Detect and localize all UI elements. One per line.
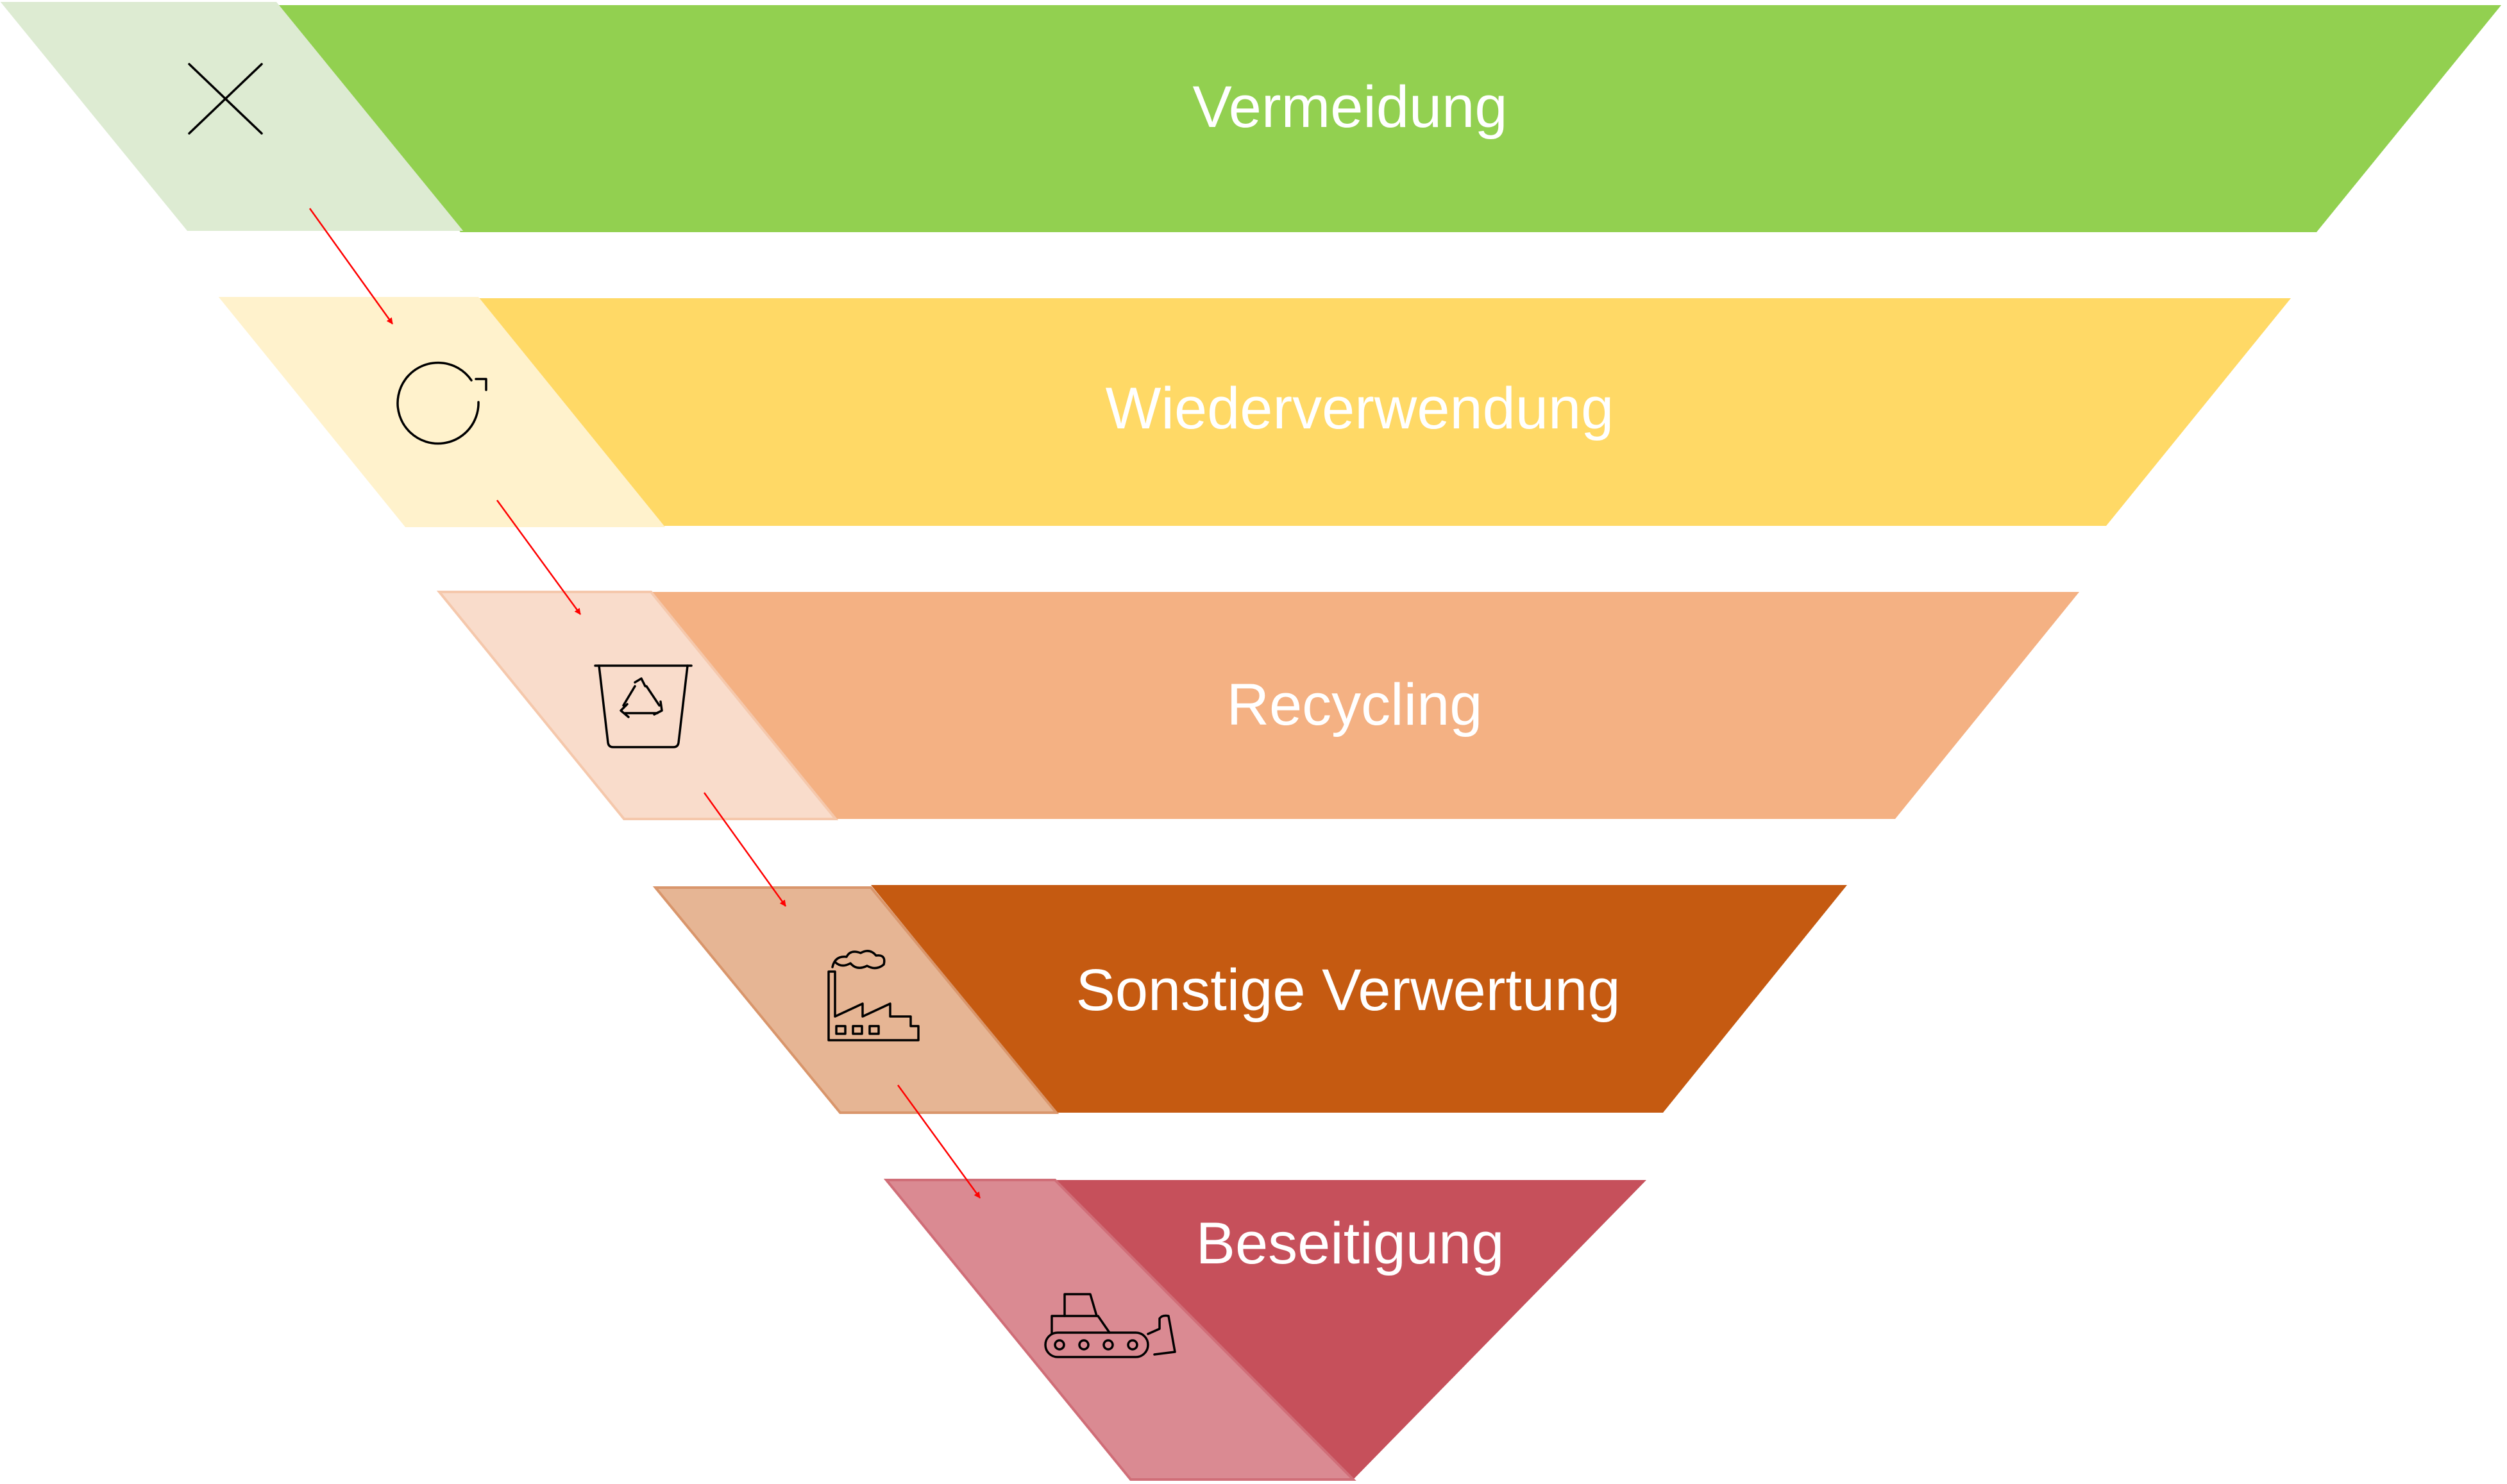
tier-main-band (276, 5, 2501, 232)
tier-icon-tab (652, 886, 1059, 1114)
bulldozer-icon (1044, 1293, 1176, 1358)
tier-icon-tab (218, 297, 666, 527)
tier-icon-tab (0, 2, 464, 231)
x-icon (188, 63, 263, 135)
flow-arrow (703, 792, 787, 907)
tier-label: Recycling (1227, 672, 1483, 738)
tier-beseitigung: Beseitigung (883, 1179, 1646, 1481)
flow-arrow (496, 500, 582, 615)
refresh-icon (396, 361, 487, 445)
flow-arrow (897, 1084, 981, 1199)
flow-arrow (308, 208, 394, 325)
tier-label: Wiederverwendung (1106, 376, 1614, 441)
tier-wiederverwendung: Wiederverwendung (218, 297, 2291, 527)
recycling-bin-icon (594, 664, 693, 748)
factory-icon (827, 950, 920, 1041)
tier-main-band (651, 592, 2079, 819)
tier-label: Beseitigung (1196, 1211, 1505, 1276)
tier-main-band (871, 885, 1847, 1113)
tier-icon-tab (883, 1179, 1356, 1481)
tier-sonstige-verwertung: Sonstige Verwertung (652, 885, 1847, 1114)
tier-main-band (478, 298, 2291, 526)
tier-vermeidung: Vermeidung (0, 2, 2501, 232)
tier-main-band (1052, 1180, 1646, 1480)
tier-icon-tab (436, 591, 839, 820)
tier-label: Sonstige Verwertung (1076, 957, 1621, 1023)
tier-label: Vermeidung (1193, 74, 1508, 140)
tier-recycling: Recycling (436, 591, 2079, 820)
flow-arrows (308, 208, 981, 1199)
